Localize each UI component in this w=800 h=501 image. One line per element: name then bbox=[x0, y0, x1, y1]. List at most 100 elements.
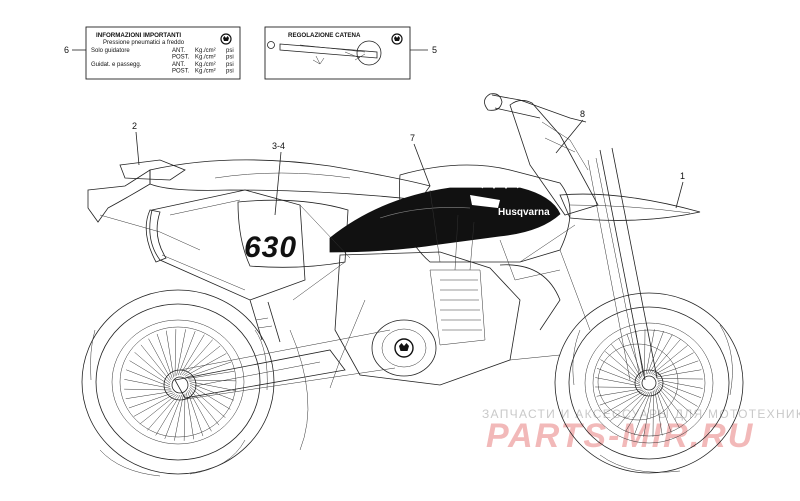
svg-text:ANT.: ANT. bbox=[172, 62, 185, 68]
wheel-spoke bbox=[647, 330, 664, 375]
husqvarna-logo-icon bbox=[391, 33, 403, 45]
svg-text:psi: psi bbox=[226, 48, 234, 54]
tank-decal: Husqvarna bbox=[329, 179, 561, 253]
svg-text:POST.: POST. bbox=[172, 55, 190, 61]
wheel-spoke bbox=[183, 345, 221, 376]
wheel-spoke bbox=[134, 352, 171, 384]
wheel-spoke bbox=[139, 394, 177, 425]
wheel-spoke bbox=[655, 369, 702, 378]
wheel-spoke bbox=[618, 338, 642, 379]
callout-5: 5 bbox=[410, 45, 437, 55]
svg-text:Kg./cm²: Kg./cm² bbox=[195, 48, 216, 54]
svg-text:Kg./cm²: Kg./cm² bbox=[195, 62, 216, 68]
svg-text:ANT.: ANT. bbox=[172, 48, 185, 54]
wheel-spoke bbox=[654, 360, 699, 377]
front-wheel bbox=[554, 292, 744, 474]
wheel-spoke bbox=[657, 379, 703, 389]
svg-text:POST.: POST. bbox=[172, 69, 190, 75]
side-number-decal: 630 bbox=[244, 231, 297, 264]
wheel-spoke bbox=[155, 394, 181, 436]
svg-text:Solo guidatore: Solo guidatore bbox=[91, 48, 130, 54]
wheel-spoke bbox=[600, 359, 641, 384]
wheel-spoke bbox=[189, 388, 220, 426]
wheel-spoke bbox=[645, 329, 655, 375]
wheel-spoke bbox=[189, 383, 234, 401]
wheel-spoke bbox=[164, 394, 182, 439]
wheel-spoke bbox=[148, 338, 172, 381]
wheel-spoke bbox=[657, 384, 693, 415]
callout-7: 7 bbox=[410, 133, 431, 187]
wheel-spoke bbox=[595, 386, 642, 388]
wheel-spoke bbox=[126, 369, 171, 387]
svg-text:Kg./cm²: Kg./cm² bbox=[195, 55, 216, 61]
wheel-spoke bbox=[648, 334, 673, 375]
watermark-line2: PARTS-MIR.RU bbox=[486, 417, 754, 455]
wheel-spoke bbox=[165, 330, 174, 378]
wheel-spoke bbox=[140, 344, 171, 382]
callout-8: 8 bbox=[555, 109, 585, 154]
wheel-spoke bbox=[655, 388, 672, 433]
callout-6: 6 bbox=[64, 45, 86, 55]
wheel-spoke bbox=[656, 387, 680, 428]
tire-pressure-label: INFORMAZIONI IMPORTANTI Pressione pneuma… bbox=[85, 26, 241, 80]
wheel-spoke bbox=[124, 388, 172, 391]
husqvarna-logo-icon bbox=[394, 338, 414, 358]
callout-2: 2 bbox=[132, 121, 140, 166]
tire-label-row: POST. Kg./cm² psi bbox=[172, 69, 234, 75]
wheel-spoke bbox=[156, 333, 173, 379]
husqvarna-logo-icon bbox=[220, 33, 232, 45]
chain-label-title: REGOLAZIONE CATENA bbox=[288, 32, 361, 39]
wheel-spoke bbox=[174, 394, 184, 441]
wheel-spoke bbox=[189, 386, 226, 418]
tire-label-row: Solo guidatore ANT. Kg./cm² psi bbox=[91, 48, 234, 54]
svg-text:psi: psi bbox=[226, 55, 234, 61]
wheel-spoke bbox=[634, 391, 651, 436]
wheel-spoke bbox=[595, 377, 641, 387]
wheel-spoke bbox=[617, 391, 648, 427]
svg-text:Kg./cm²: Kg./cm² bbox=[195, 69, 216, 75]
tank-brand-decal: Husqvarna bbox=[498, 207, 550, 218]
wheel-spoke bbox=[186, 361, 232, 378]
tire-label-row: POST. Kg./cm² psi bbox=[172, 55, 234, 61]
callout-3-4: 3-4 bbox=[272, 141, 285, 216]
svg-text:5: 5 bbox=[432, 45, 437, 55]
wheel-spoke bbox=[188, 389, 212, 432]
wheel-spoke bbox=[657, 382, 698, 407]
wheel-spoke bbox=[656, 378, 703, 380]
wheel-spoke bbox=[654, 389, 663, 436]
wheel-spoke bbox=[128, 392, 174, 409]
callout-1: 1 bbox=[675, 171, 685, 209]
wheel-spoke bbox=[596, 388, 643, 397]
wheel-spoke bbox=[596, 368, 641, 385]
wheel-spoke bbox=[643, 391, 653, 437]
wheel-spoke bbox=[183, 393, 186, 441]
wheel-spoke bbox=[625, 391, 650, 432]
svg-text:6: 6 bbox=[64, 45, 69, 55]
tire-label-title: INFORMAZIONI IMPORTANTI bbox=[96, 32, 181, 39]
svg-text:1: 1 bbox=[680, 171, 685, 181]
wheel-spoke bbox=[179, 334, 205, 376]
wheel-spoke bbox=[188, 379, 236, 382]
wheel-spoke bbox=[125, 391, 173, 400]
chain-adjustment-label: REGOLAZIONE CATENA bbox=[264, 26, 411, 80]
wheel-spoke bbox=[644, 329, 646, 376]
wheel-spoke bbox=[181, 339, 213, 376]
wheel-spoke bbox=[599, 389, 644, 406]
svg-text:8: 8 bbox=[580, 109, 585, 119]
tire-label-subtitle: Pressione pneumatici a freddo bbox=[103, 40, 185, 46]
wheel-spoke bbox=[133, 393, 176, 417]
svg-text:2: 2 bbox=[132, 121, 137, 131]
svg-text:psi: psi bbox=[226, 69, 234, 75]
wheel-spoke bbox=[186, 392, 195, 440]
wheel-spoke bbox=[626, 333, 643, 378]
wheel-spoke bbox=[610, 391, 647, 421]
rear-wheel bbox=[81, 289, 275, 477]
wheel-spoke bbox=[147, 394, 179, 431]
wheel-spoke bbox=[605, 351, 641, 382]
wheel-spoke bbox=[650, 339, 681, 375]
svg-text:3-4: 3-4 bbox=[272, 141, 285, 151]
side-number-panel: 630 bbox=[237, 199, 349, 268]
motorcycle-drawing: 630 Husqvarna bbox=[81, 93, 744, 477]
svg-text:7: 7 bbox=[410, 133, 415, 143]
